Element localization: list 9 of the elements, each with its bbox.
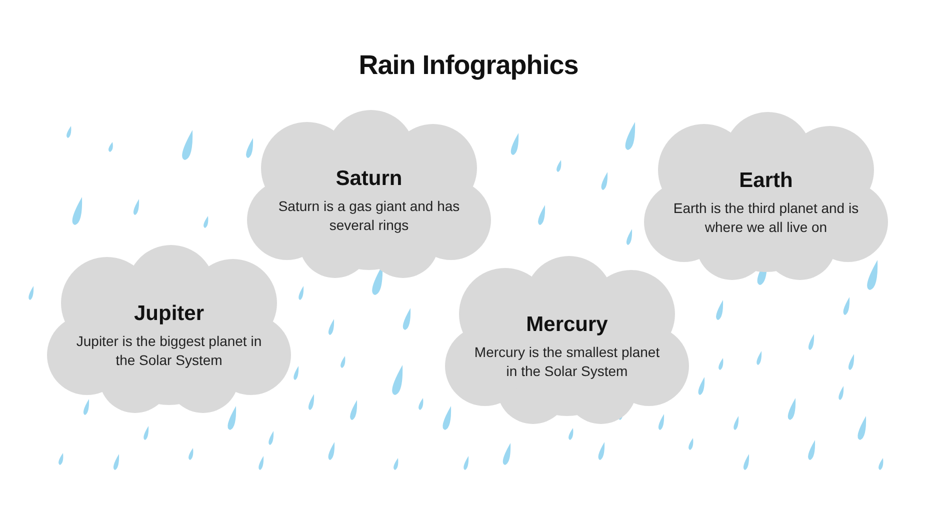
cloud-description: Jupiter is the biggest planet in the Solar System: [75, 332, 263, 370]
cloud-heading: Earth: [739, 169, 793, 194]
cloud-heading: Jupiter: [134, 302, 204, 326]
title: Rain Infographics: [358, 50, 578, 81]
cloud-description: Earth is the third planet and is where we all live on: [672, 199, 860, 237]
cloud-heading: Mercury: [526, 313, 608, 338]
cloud-heading: Saturn: [336, 167, 402, 192]
cloud-description: Mercury is the smallest planet in the Solar System: [473, 343, 661, 381]
cloud-description: Saturn is a gas giant and has several rings: [277, 197, 461, 235]
